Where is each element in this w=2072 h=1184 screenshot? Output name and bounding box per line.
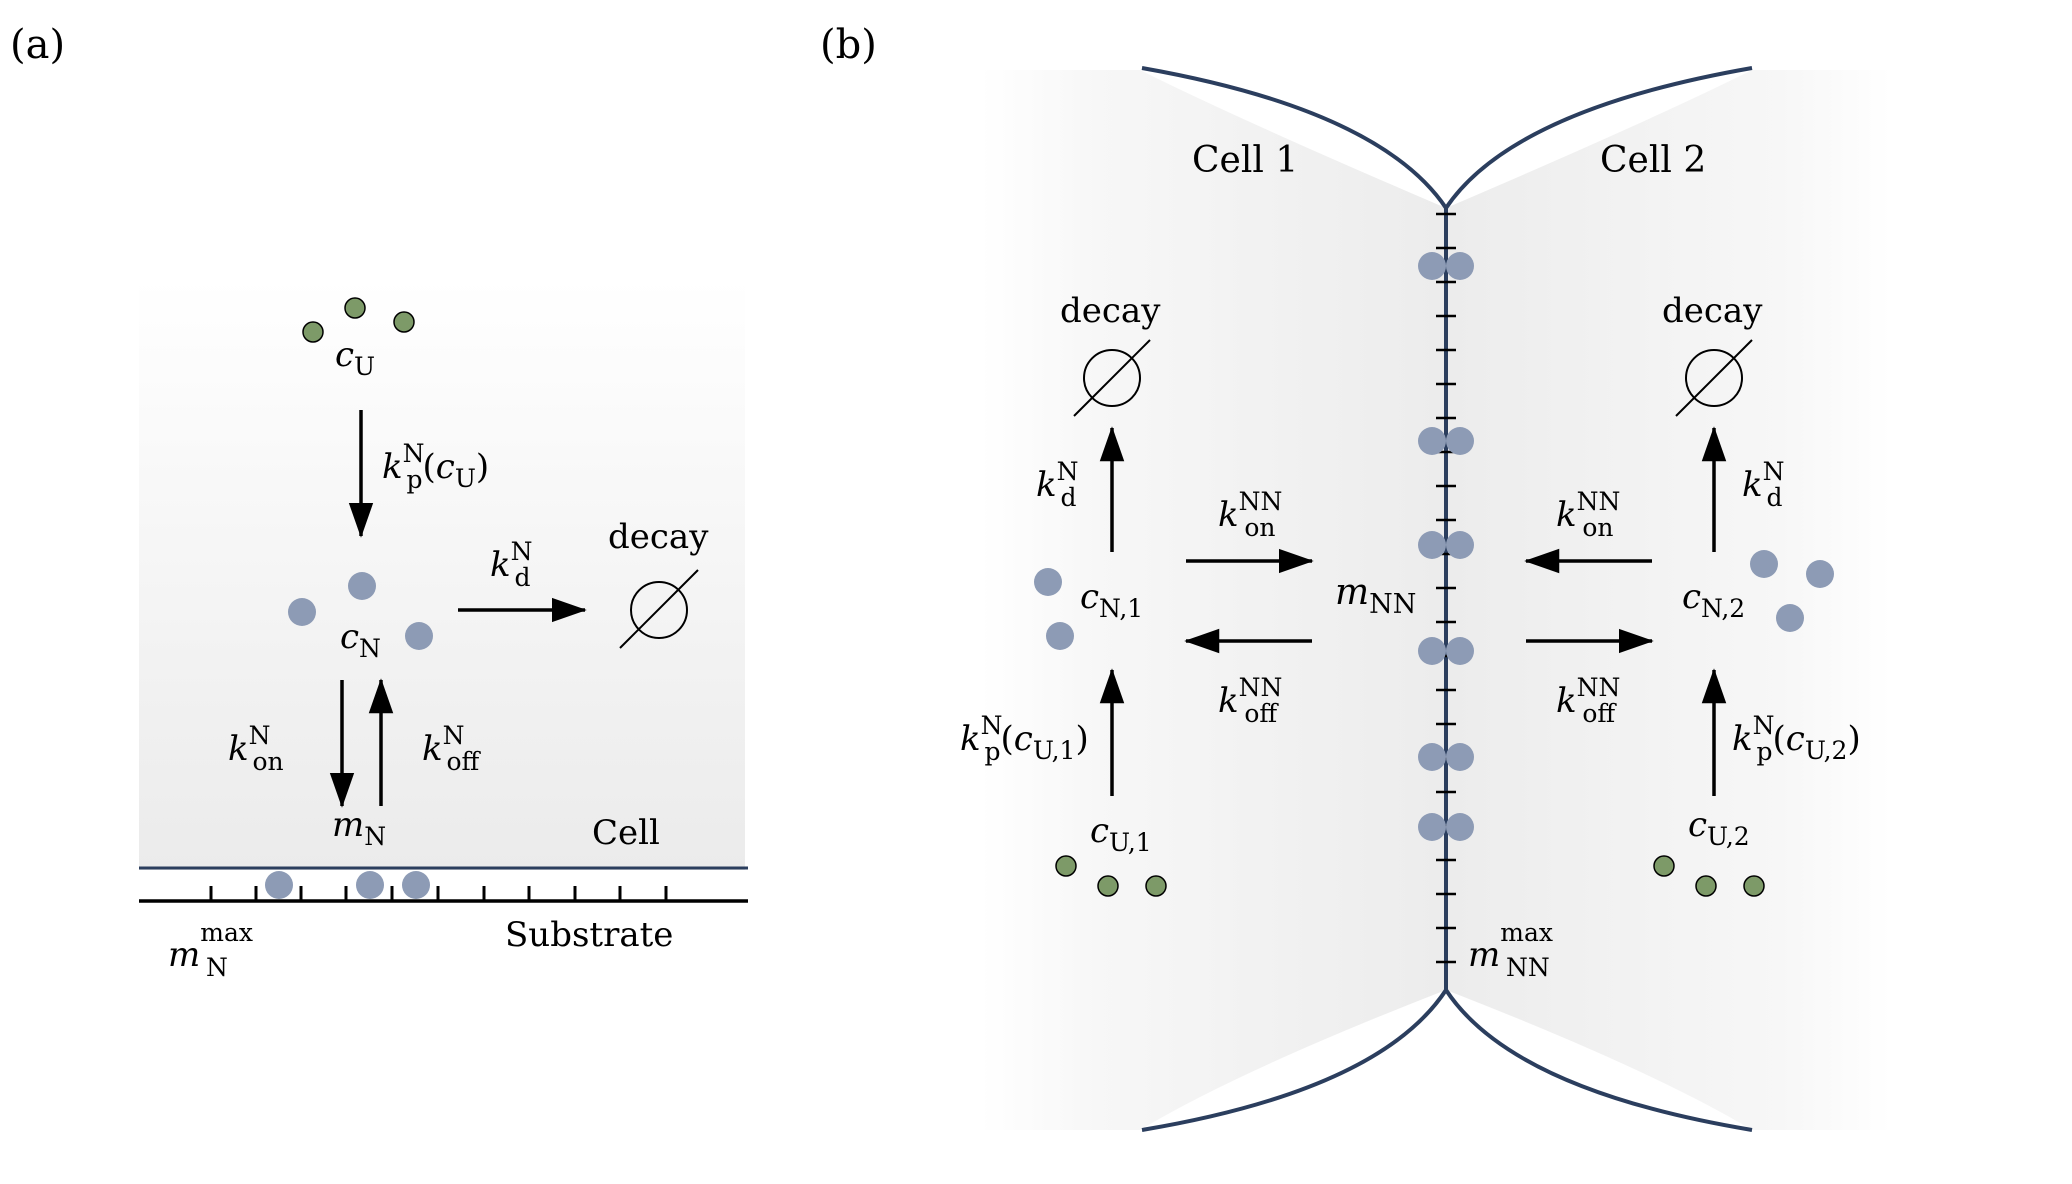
empty-set-icon-a [619, 569, 699, 649]
species-c-u2: cU,2 [1688, 805, 1750, 851]
species-c-u: cU [335, 335, 375, 381]
species-c-n: cN [340, 617, 381, 663]
cell-1-label: Cell 1 [1192, 140, 1298, 181]
species-m-nn: mNN [1335, 572, 1416, 620]
species-c-n1: cN,1 [1080, 577, 1143, 623]
unbound-molecules-cell-2 [1653, 855, 1765, 897]
bound-notch-complexes [1418, 252, 1474, 841]
cell-label-a: Cell [592, 813, 660, 853]
panel-b-label: (b) [820, 22, 877, 68]
bound-notch-a [265, 871, 430, 899]
cell-1-region [980, 70, 1446, 1130]
binding-sites-a [209, 886, 668, 901]
species-m-n: mN [332, 805, 386, 851]
empty-set-icon-cell-1 [1073, 339, 1151, 417]
cell-region-a [139, 278, 745, 870]
unbound-molecules-a [302, 297, 415, 343]
decay-label-a: decay [608, 517, 709, 557]
cell-2-region [1446, 70, 1892, 1130]
cytosolic-notch-cell-1 [1034, 568, 1074, 650]
cytosolic-notch-cell-2 [1750, 550, 1834, 632]
species-c-u1: cU,1 [1090, 811, 1152, 857]
cell-boundaries [1141, 66, 1753, 1132]
cell-2-label: Cell 2 [1600, 140, 1706, 181]
cytosolic-notch-a [288, 572, 433, 650]
empty-set-icon-cell-2 [1675, 339, 1753, 417]
decay-label-cell-1: decay [1060, 291, 1161, 331]
decay-label-cell-2: decay [1662, 291, 1763, 331]
species-c-n2: cN,2 [1682, 577, 1745, 623]
substrate-label: Substrate [505, 915, 673, 955]
panel-a-label: (a) [10, 22, 65, 68]
panel-b: (b) [820, 22, 1892, 1132]
unbound-molecules-cell-1 [1055, 855, 1167, 897]
